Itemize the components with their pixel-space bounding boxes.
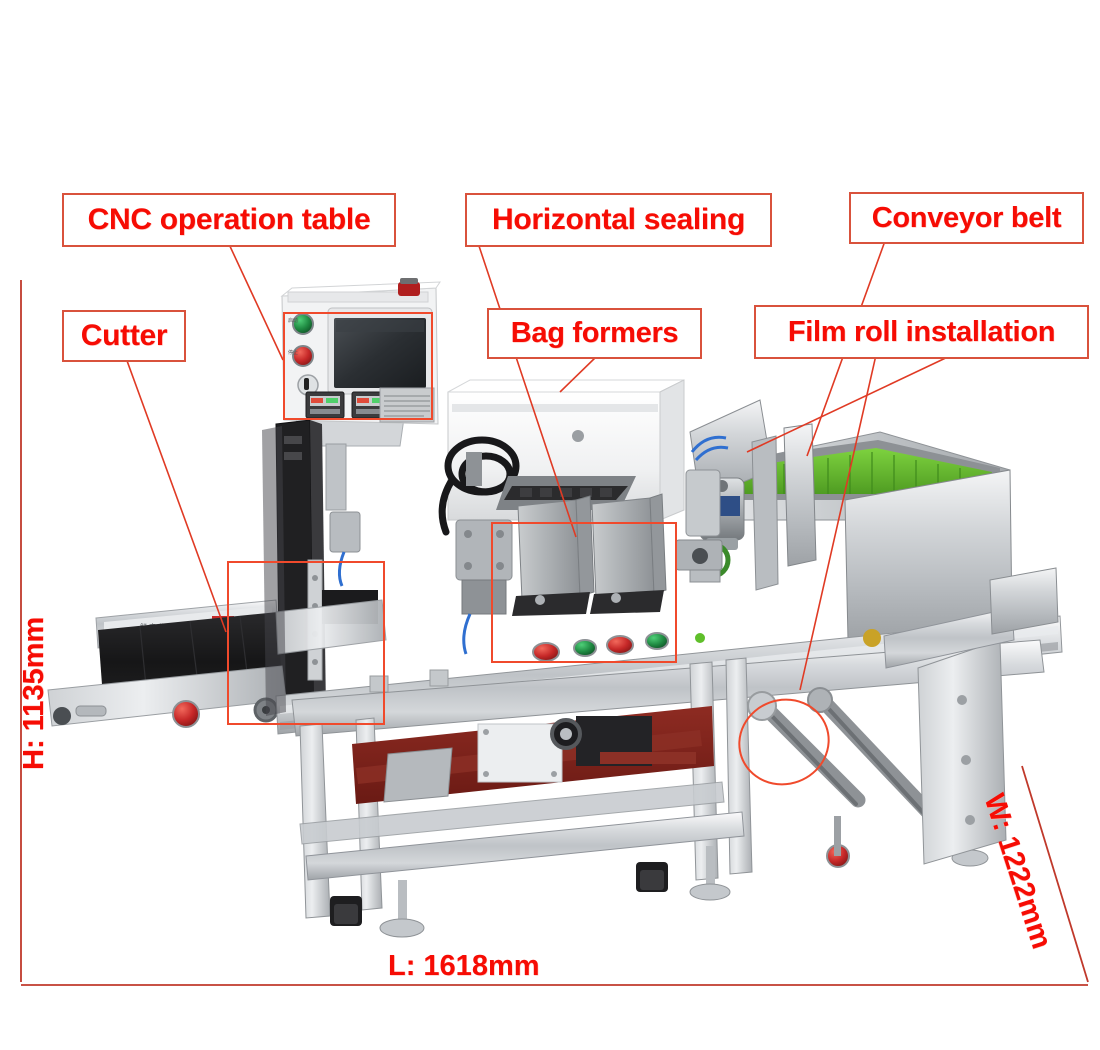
machine-frame — [291, 639, 1045, 938]
caster-wheels — [330, 862, 668, 926]
callout-label-horizontal-sealing: Horizontal sealing — [492, 203, 745, 236]
callout-horizontal-sealing: Horizontal sealing — [465, 193, 772, 247]
outfeed-conveyor-assembly — [689, 399, 1013, 641]
length-dimension: L: 1618mm — [388, 950, 540, 982]
pneumatic-block — [675, 435, 729, 571]
callout-cutter: Cutter — [62, 310, 186, 362]
svg-text:停止: 停止 — [288, 349, 298, 356]
callout-film-roll-installation: Film roll installation — [754, 305, 1089, 359]
callout-label-conveyor-belt: Conveyor belt — [871, 201, 1062, 234]
callout-bag-formers: Bag formers — [487, 308, 702, 359]
callout-label-bag-formers: Bag formers — [510, 317, 679, 349]
callout-label-cutter: Cutter — [80, 319, 168, 352]
infeed-conveyor: 鲜 肉 分 割 — [47, 599, 287, 728]
callout-label-film-roll-installation: Film roll installation — [787, 315, 1056, 348]
svg-text:启动: 启动 — [288, 317, 298, 324]
callout-cnc-operation-table: CNC operation table — [62, 193, 396, 247]
callout-label-cnc-operation-table: CNC operation table — [87, 203, 371, 236]
callout-conveyor-belt: Conveyor belt — [849, 192, 1084, 244]
height-dimension: H: 1135mm — [18, 616, 50, 770]
operator-button-row — [532, 632, 669, 662]
